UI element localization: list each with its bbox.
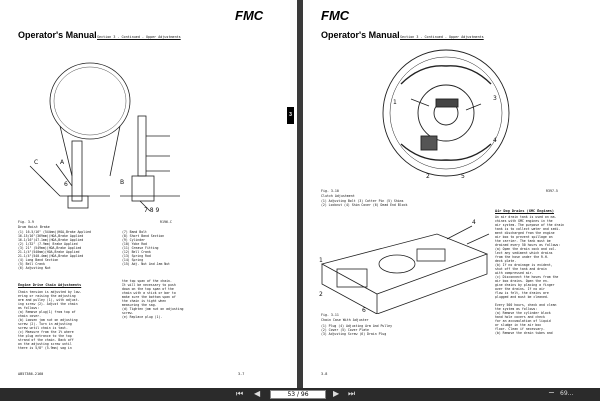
section-heading: Section 3 - Continued - Upper Adjustment…: [400, 35, 484, 39]
last-page-icon[interactable]: ⏭: [348, 389, 356, 398]
fig2-label: Fig. 3-11: [321, 313, 339, 317]
svg-text:1: 1: [319, 257, 323, 264]
fig2-legend-line: (2) Cover (5) Cover Plate: [321, 328, 369, 332]
svg-text:6: 6: [64, 181, 68, 188]
svg-text:2: 2: [319, 291, 323, 298]
brake-diagram-figure: C A B 6 7 8 9: [29, 62, 180, 214]
first-page-icon[interactable]: ⏮: [236, 389, 244, 398]
fig1-legend-line: (1) Adjusting Bolt (3) Cotter Pin (5) Sh…: [321, 199, 404, 203]
svg-text:2: 2: [426, 173, 430, 180]
svg-text:3: 3: [493, 95, 497, 102]
left-page: FMC Operator's Manual Section 3 - Contin…: [0, 0, 297, 388]
fig-title: Drum Hoist Brake: [18, 225, 50, 229]
fig-label: Fig. 3-9: [18, 220, 34, 224]
right-page: FMC Operator's Manual Section 3 - Contin…: [303, 0, 600, 388]
section-subheading: Engine Drive Chain Adjustments: [18, 283, 82, 287]
fig1-title: Clutch Adjustment: [321, 194, 355, 198]
fig1-label: Fig. 3-10: [321, 189, 339, 193]
clutch-diagram-figure: 1 3 4 2 5: [382, 49, 510, 180]
svg-text:4: 4: [493, 137, 497, 144]
svg-text:1: 1: [393, 99, 397, 106]
side-heading: Air Dog Drains (GMC Engines): [495, 209, 555, 213]
zoom-level: 69...: [560, 390, 574, 397]
page-title: Operator's Manual: [321, 30, 400, 40]
fig1-legend-line: (2) Locknut (4) Shim Cover (6) Dead End …: [321, 203, 408, 207]
chain-case-figure: 1 2 6 4: [319, 219, 490, 314]
document-number: AB57386-2160: [18, 372, 44, 376]
fig2-title: Chain Case With Adjuster: [321, 318, 369, 322]
fig2-legend-line: (3) Adjusting Screw (6) Drain Plug: [321, 332, 387, 336]
svg-text:B: B: [120, 179, 124, 186]
fig1-code: R397-5: [546, 189, 558, 193]
section-heading: Section 3 - Continued - Upper Adjustment…: [97, 35, 181, 39]
page-number: 3-8: [321, 372, 328, 376]
svg-text:4: 4: [472, 219, 476, 226]
zoom-out-icon[interactable]: −: [548, 388, 555, 397]
fmc-logo: FMC: [321, 8, 350, 23]
prev-page-icon[interactable]: ◀: [254, 389, 261, 398]
svg-text:5: 5: [461, 173, 465, 180]
svg-text:6: 6: [362, 307, 366, 314]
svg-text:C: C: [34, 159, 38, 166]
page-indicator-input[interactable]: 53 / 96: [270, 390, 326, 399]
next-page-icon[interactable]: ▶: [333, 389, 340, 398]
section-tab: 3: [287, 107, 294, 124]
fig-code: R196-C: [160, 220, 172, 224]
page-number: 3-7: [238, 372, 245, 376]
page-title: Operator's Manual: [18, 30, 97, 40]
svg-text:A: A: [60, 159, 65, 166]
fig2-legend-line: (1) Plug (4) Adjusting Arm And Pulley: [321, 324, 393, 328]
svg-text:7 8 9: 7 8 9: [144, 207, 159, 214]
fmc-logo: FMC: [235, 8, 264, 23]
